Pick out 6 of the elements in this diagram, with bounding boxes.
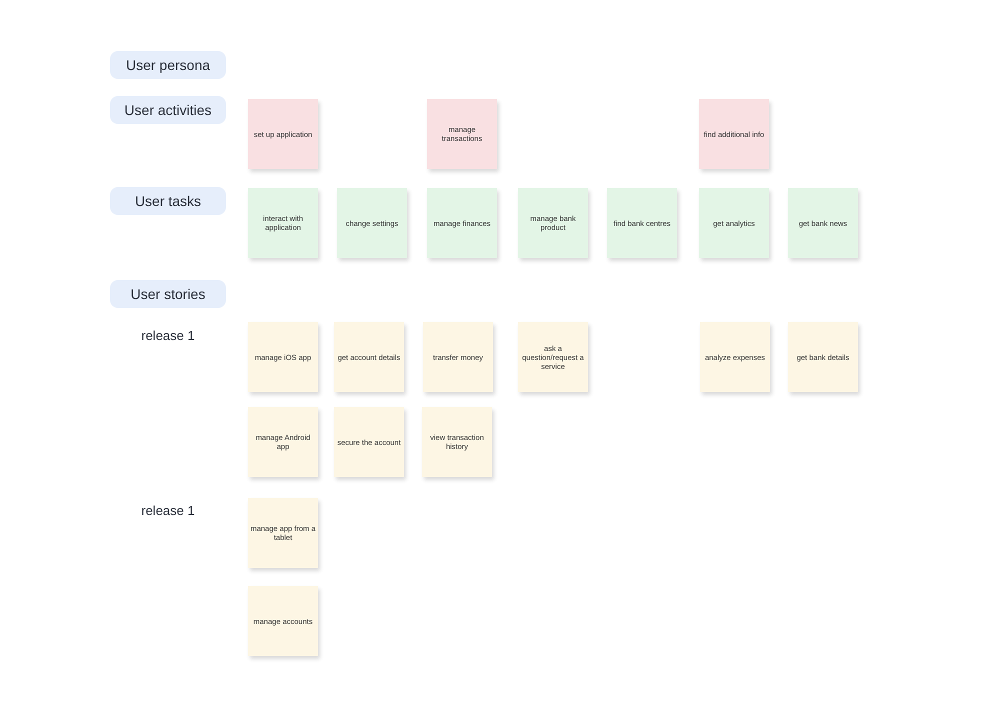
row-header: User stories [110,280,226,308]
release-label: release 1 [140,502,196,520]
row-header: User persona [110,51,226,79]
row-header: User activities [110,96,226,124]
row-header: User tasks [110,187,226,215]
release-label: release 1 [140,327,196,345]
